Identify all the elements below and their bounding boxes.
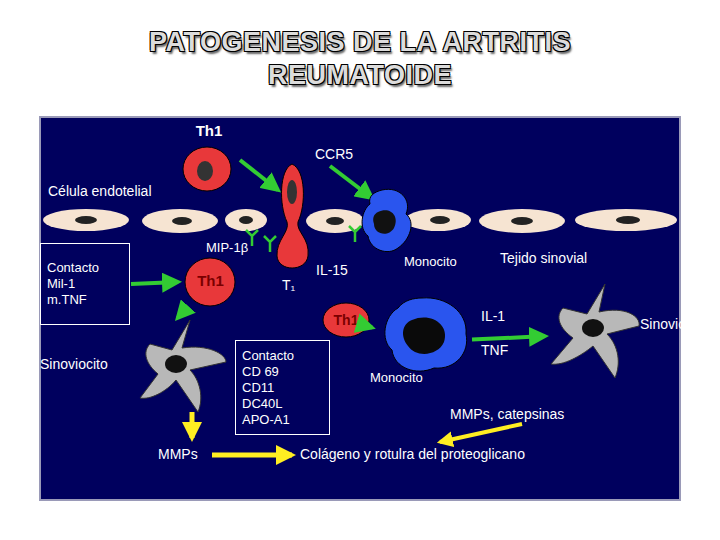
t-cell-body (183, 147, 231, 191)
contact-box: Contacto CD 69 CD11 DC40L APO-A1 (235, 340, 330, 435)
cell-nucleus (197, 161, 213, 181)
annotation-label: MMPs, catepsinas (450, 406, 564, 423)
receptor-symbol (264, 236, 276, 252)
monocyte-body (385, 298, 467, 371)
t-cell-body (323, 303, 369, 337)
connector-line (370, 325, 372, 330)
synoviocyte-body (140, 320, 226, 412)
endothelial-cell (43, 209, 129, 231)
diagram-title: PATOGENESIS DE LA ARTRITIS REUMATOIDE (110, 26, 610, 92)
t-cell: Th1 (322, 302, 370, 338)
node-text: Sinoviocito (640, 316, 718, 333)
node-text: Contacto Mil-1 m.TNF (47, 260, 111, 308)
annotation-label: IL-15 (316, 262, 348, 279)
annotation-label: Célula endotelial (48, 183, 152, 200)
cell-nucleus (511, 217, 533, 225)
connector-arrow (370, 326, 372, 328)
annotation-label: Tejido sinovial (500, 250, 587, 267)
synoviocyte-body (551, 284, 639, 378)
node-text: Th1 (324, 312, 368, 329)
annotation-label: T₁ (282, 277, 295, 294)
cell-nucleus (165, 355, 187, 373)
annotation-label: CCR5 (315, 146, 353, 163)
node-text: Monocito (370, 370, 440, 386)
contact-arrow (131, 282, 178, 284)
endothelial-cell (306, 209, 364, 233)
cell-nucleus (326, 217, 344, 225)
migration-arrow (240, 160, 278, 190)
background-panel (40, 117, 680, 500)
cell-nucleus (403, 317, 445, 353)
monocyte-body (362, 189, 411, 251)
cell-nucleus (373, 210, 396, 234)
endothelial-cell (479, 209, 565, 233)
connector-line (472, 336, 545, 339)
monocyte: Monocito (360, 188, 475, 274)
connector-line (178, 307, 188, 318)
endothelial-cell (405, 209, 471, 231)
endothelial-cell (225, 209, 267, 231)
endothelial-cell (142, 209, 218, 233)
migrating-t-cell (277, 164, 308, 268)
connector-arrow (178, 307, 188, 318)
cell-nucleus (616, 216, 640, 224)
cell-nucleus (239, 216, 253, 224)
node-text: Contacto CD 69 CD11 DC40L APO-A1 (242, 348, 302, 428)
endothelial-cell (575, 209, 677, 231)
annotation-label: Colágeno y rotulra del proteoglicano (300, 446, 525, 463)
annotation-label: MMPs (158, 446, 198, 463)
t-cell: Th1 (183, 255, 238, 307)
degradation-arrow (212, 453, 292, 458)
node-text: Monocito (404, 254, 474, 270)
receptor-symbol (349, 226, 361, 242)
annotation-label: IL-1 (481, 308, 505, 325)
cell-nucleus (287, 180, 297, 204)
cell-nucleus (75, 216, 97, 224)
synoviocyte: Sinoviocito (40, 318, 230, 414)
t-cell-body (185, 258, 235, 306)
degradation-arrow (440, 424, 522, 442)
monocyte: Monocito (372, 296, 472, 388)
migration-arrow (330, 166, 372, 198)
cell-nucleus (430, 216, 450, 224)
node-text: Th1 (189, 122, 229, 140)
secretion-arrow (190, 412, 195, 438)
connector-arrow (472, 336, 545, 339)
node-text: Th1 (188, 272, 233, 290)
cell-nucleus (172, 217, 192, 225)
contact-box: Contacto Mil-1 m.TNF (40, 243, 130, 325)
synoviocyte: Sinoviocito (545, 282, 717, 382)
node-text: Sinoviocito (40, 356, 120, 373)
cell-nucleus (582, 319, 604, 337)
annotation-label: MIP-1β (206, 239, 248, 256)
t-cell: Th1 (175, 122, 240, 194)
endothelium (43, 209, 677, 233)
annotation-label: TNF (481, 342, 508, 359)
